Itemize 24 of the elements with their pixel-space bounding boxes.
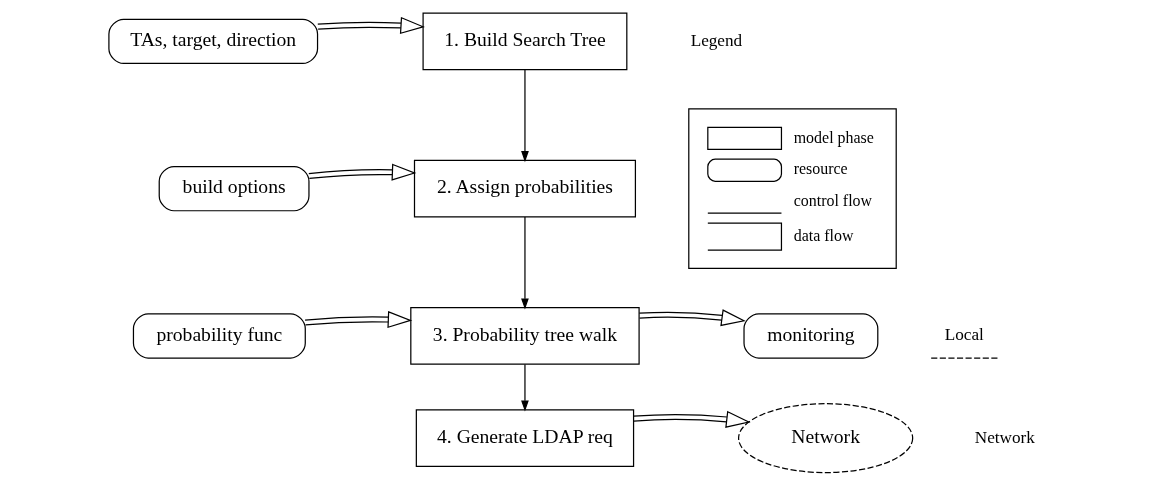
legend-label: model phase (793, 128, 874, 146)
node-box: probability func (132, 313, 306, 359)
legend-label: control flow (793, 192, 872, 210)
arrow (638, 309, 746, 327)
arrow (520, 216, 529, 310)
arrow (316, 16, 425, 35)
node-box: 3. Probability tree walk (409, 307, 640, 365)
label: Legend (690, 30, 742, 50)
node-box: 2. Assign probabilities (413, 159, 636, 218)
arrow (307, 163, 416, 181)
node-box: TAs, target, direction (107, 18, 318, 65)
label: Local (944, 325, 984, 345)
label: Network (974, 427, 1035, 447)
arrow (520, 69, 529, 163)
legend-label: resource (793, 160, 848, 178)
node-box: build options (158, 165, 310, 212)
arrow (632, 410, 751, 428)
arrow (520, 363, 529, 412)
node-box: monitoring (742, 313, 878, 359)
legend-label: data flow (793, 226, 853, 244)
node-box: 4. Generate LDAP req (415, 409, 634, 467)
node-box: 1. Build Search Tree (421, 12, 627, 71)
arrow (303, 310, 412, 329)
node-ellipse: Network (737, 403, 913, 474)
